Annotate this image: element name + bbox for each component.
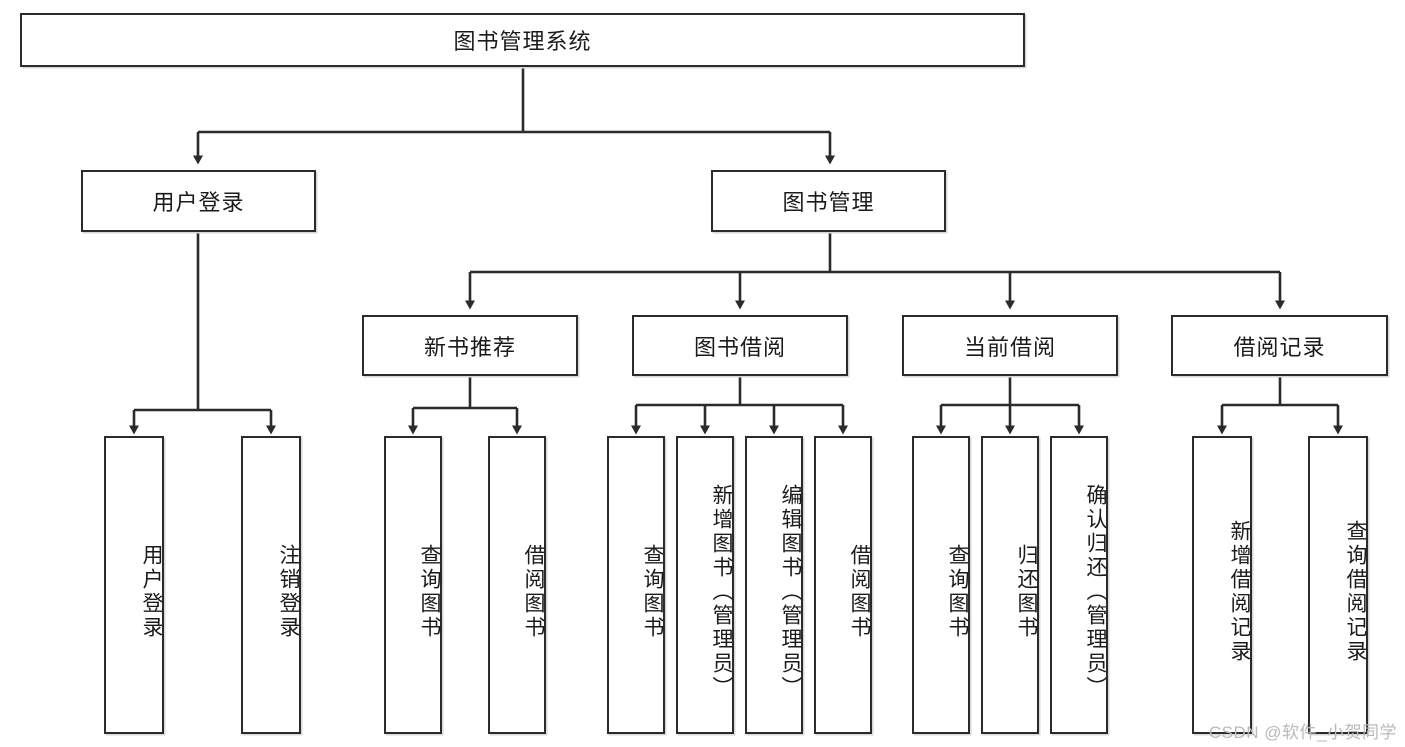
leaf-return-books[interactable]: 归还图书 — [981, 436, 1039, 734]
leaf-confirm-return-admin[interactable]: 确认归还（管理员） — [1050, 436, 1108, 734]
leaf-add-book-admin-label: 新增图书（管理员） — [710, 484, 733, 700]
node-borrow-record-label: 借阅记录 — [1233, 334, 1326, 360]
leaf-query-books-borrow[interactable]: 查询图书 — [607, 436, 665, 734]
leaf-logout-label: 注销登录 — [277, 544, 300, 640]
node-book-management-label: 图书管理 — [782, 190, 875, 215]
csdn-watermark: CSDN @软件_小贺同学 — [1208, 723, 1397, 742]
leaf-add-borrow-record-label: 新增借阅记录 — [1228, 520, 1251, 664]
leaf-borrow-books-borrow[interactable]: 借阅图书 — [814, 436, 872, 734]
leaf-query-books-current-label: 查询图书 — [946, 544, 969, 640]
leaf-query-books-recommend[interactable]: 查询图书 — [384, 436, 442, 734]
node-user-login-label: 用户登录 — [152, 190, 245, 215]
node-new-book-recommend[interactable]: 新书推荐 — [362, 315, 578, 376]
leaf-add-borrow-record[interactable]: 新增借阅记录 — [1192, 436, 1252, 734]
leaf-confirm-return-admin-label: 确认归还（管理员） — [1084, 484, 1107, 700]
leaf-return-books-label: 归还图书 — [1015, 544, 1038, 640]
leaf-borrow-books-borrow-label: 借阅图书 — [848, 544, 871, 640]
node-book-borrow[interactable]: 图书借阅 — [632, 315, 848, 376]
node-current-borrow[interactable]: 当前借阅 — [902, 315, 1118, 376]
leaf-query-books-borrow-label: 查询图书 — [641, 544, 664, 640]
node-root-label: 图书管理系统 — [453, 29, 592, 54]
node-user-login[interactable]: 用户登录 — [81, 170, 316, 232]
leaf-add-book-admin[interactable]: 新增图书（管理员） — [676, 436, 734, 734]
node-book-management[interactable]: 图书管理 — [711, 170, 946, 232]
leaf-edit-book-admin-label: 编辑图书（管理员） — [779, 484, 802, 700]
leaf-query-books-current[interactable]: 查询图书 — [912, 436, 970, 734]
leaf-logout[interactable]: 注销登录 — [241, 436, 301, 734]
node-current-borrow-label: 当前借阅 — [963, 334, 1056, 360]
leaf-query-borrow-record-label: 查询借阅记录 — [1344, 520, 1367, 664]
leaf-borrow-books-recommend[interactable]: 借阅图书 — [488, 436, 546, 734]
node-book-borrow-label: 图书借阅 — [693, 334, 786, 360]
leaf-borrow-books-recommend-label: 借阅图书 — [522, 544, 545, 640]
leaf-query-borrow-record[interactable]: 查询借阅记录 — [1308, 436, 1368, 734]
leaf-user-login-label: 用户登录 — [140, 544, 163, 640]
leaf-query-books-recommend-label: 查询图书 — [418, 544, 441, 640]
leaf-user-login[interactable]: 用户登录 — [104, 436, 164, 734]
node-new-book-recommend-label: 新书推荐 — [423, 334, 516, 360]
node-borrow-record[interactable]: 借阅记录 — [1171, 315, 1388, 376]
leaf-edit-book-admin[interactable]: 编辑图书（管理员） — [745, 436, 803, 734]
node-root[interactable]: 图书管理系统 — [20, 13, 1025, 67]
